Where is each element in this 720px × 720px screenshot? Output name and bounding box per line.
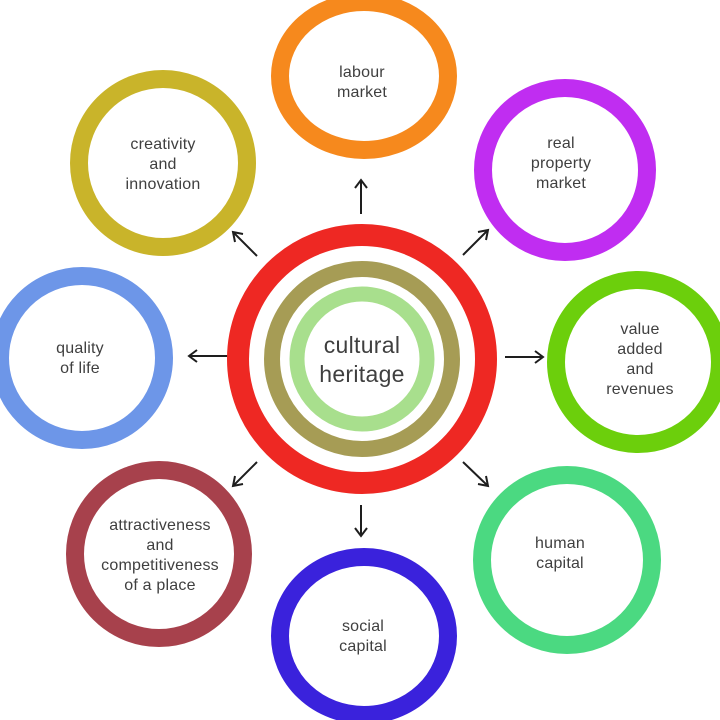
arrow-down-right (462, 461, 490, 488)
node-circle-attractiveness (66, 461, 252, 647)
node-label-value-added-and-revenues: value added and revenues (606, 321, 674, 398)
node-circle-value-added-and-revenues (547, 271, 720, 453)
node-circle-creativity-and-innovation (70, 70, 256, 256)
arrow-down (354, 505, 368, 538)
arrow-down-left (231, 461, 258, 488)
arrow-up-left (231, 230, 258, 257)
node-label-quality-of-life: quality of life (56, 340, 104, 377)
hub-ring-outer (227, 224, 497, 494)
hub-label: cultural heritage (319, 332, 405, 387)
node-circle-real-property-market (474, 79, 656, 261)
node-label-creativity-and-innovation: creativity and innovation (125, 136, 201, 193)
node-label-labour-market: labour market (336, 64, 388, 101)
node-label-social-capital: social capital (339, 618, 387, 655)
hub-ring-inner (289, 286, 435, 432)
arrow-right (505, 350, 545, 364)
arrow-up (354, 178, 368, 214)
arrow-up-right (462, 228, 490, 256)
node-circle-human-capital (473, 466, 661, 654)
node-label-human-capital: human capital (535, 535, 585, 572)
node-circle-social-capital (271, 548, 457, 720)
node-circle-quality-of-life (0, 267, 173, 449)
node-label-real-property-market: real property market (530, 135, 592, 192)
arrows-group (187, 178, 545, 538)
node-label-attractiveness: attractiveness and competitiveness of a … (101, 517, 219, 594)
node-circle-labour-market (271, 0, 457, 159)
arrow-left (187, 349, 229, 363)
hub-ring-middle (264, 261, 460, 457)
